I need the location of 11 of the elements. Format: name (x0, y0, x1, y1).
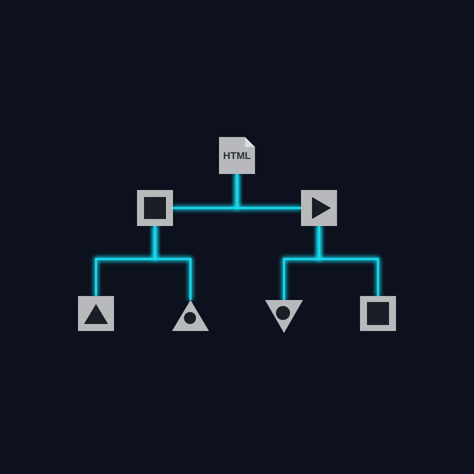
triangle-node (265, 300, 303, 333)
connector-line (154, 226, 192, 300)
square-node (360, 296, 396, 331)
triangle-node (172, 300, 209, 331)
document-node (219, 137, 255, 174)
square-node (78, 296, 114, 331)
node-label: HTML (223, 150, 251, 162)
connector-line (236, 174, 301, 210)
connector-line (318, 226, 380, 296)
square-node (137, 190, 173, 226)
square-node (301, 190, 337, 226)
